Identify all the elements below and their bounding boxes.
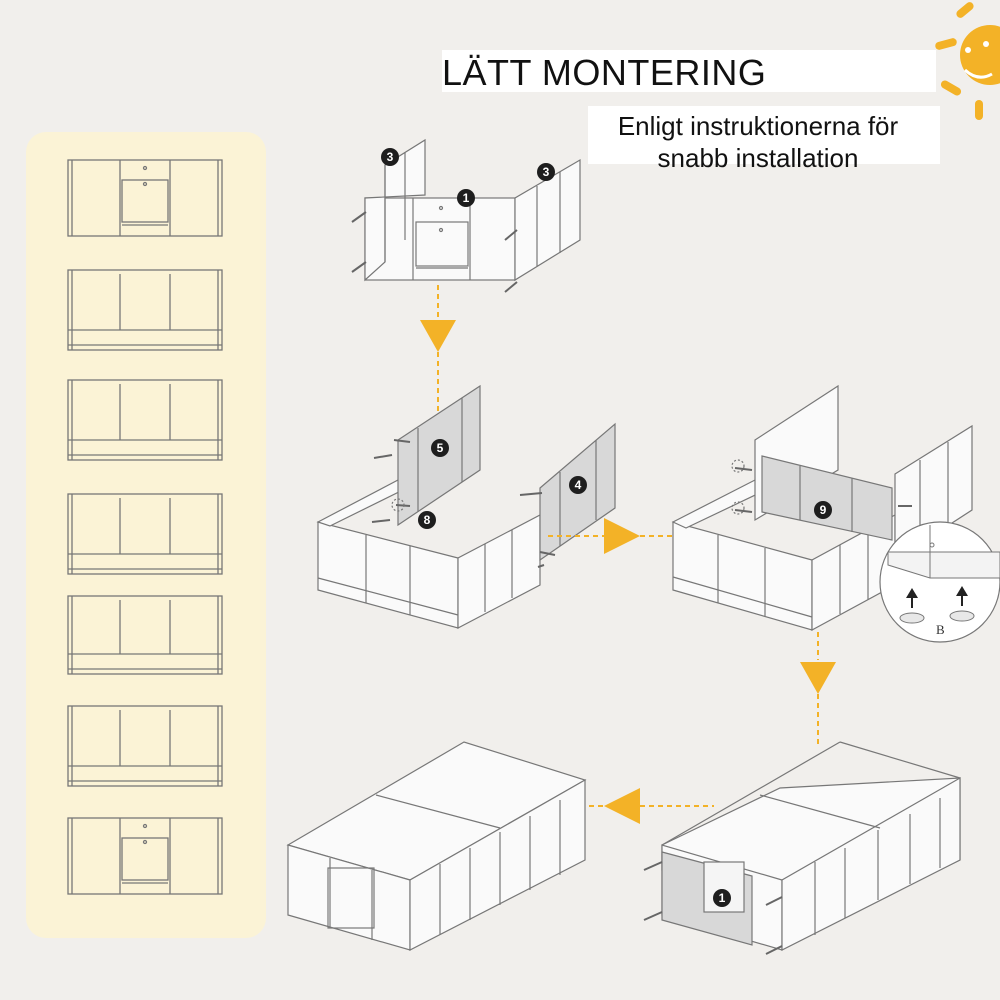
page-subtitle: Enligt instruktionerna för snabb install… xyxy=(588,110,928,174)
step-4-badges: 1 xyxy=(713,889,731,907)
side-panel-7 xyxy=(67,817,223,895)
subtitle-line-2: snabb installation xyxy=(657,143,859,173)
foot-pad-label: B xyxy=(936,622,945,637)
step-2-badges: 5 8 4 xyxy=(418,439,587,529)
arrow-left-icon xyxy=(580,788,714,824)
subtitle-line-1: Enligt instruktionerna för xyxy=(617,111,899,141)
step-2-assembly xyxy=(316,384,616,629)
side-panel-1 xyxy=(67,159,223,237)
badge-4: 4 xyxy=(575,478,582,492)
page-title: LÄTT MONTERING xyxy=(442,52,767,93)
step-1-assembly xyxy=(351,138,581,293)
foot-pad-detail: B xyxy=(879,521,1000,643)
sun-icon xyxy=(935,2,1000,120)
badge-1: 1 xyxy=(463,191,470,205)
side-panel-2 xyxy=(67,269,223,351)
badge-3b: 3 xyxy=(543,165,550,179)
arrow-down-icon xyxy=(800,632,836,745)
side-panels xyxy=(67,159,223,895)
screw-icon xyxy=(351,211,518,293)
side-panel-5 xyxy=(67,595,223,675)
side-panel-4 xyxy=(67,493,223,575)
arrow-down-icon xyxy=(420,285,456,415)
badge-3a: 3 xyxy=(387,150,394,164)
step-3-assembly xyxy=(671,384,973,632)
step-3-badges: 9 xyxy=(814,501,832,519)
step-4-assembly xyxy=(643,741,961,955)
badge-1b: 1 xyxy=(719,891,726,905)
subtitle-background xyxy=(588,106,940,164)
foot-pad-icon xyxy=(899,586,975,624)
badge-9: 9 xyxy=(820,503,827,517)
badge-5: 5 xyxy=(437,441,444,455)
badge-8: 8 xyxy=(424,513,431,527)
step-1-badges: 3 1 3 xyxy=(381,148,555,207)
side-panel-3 xyxy=(67,379,223,461)
side-panel-6 xyxy=(67,705,223,787)
title-background xyxy=(442,50,936,92)
final-assembly xyxy=(286,741,587,951)
component-panel xyxy=(26,132,266,938)
